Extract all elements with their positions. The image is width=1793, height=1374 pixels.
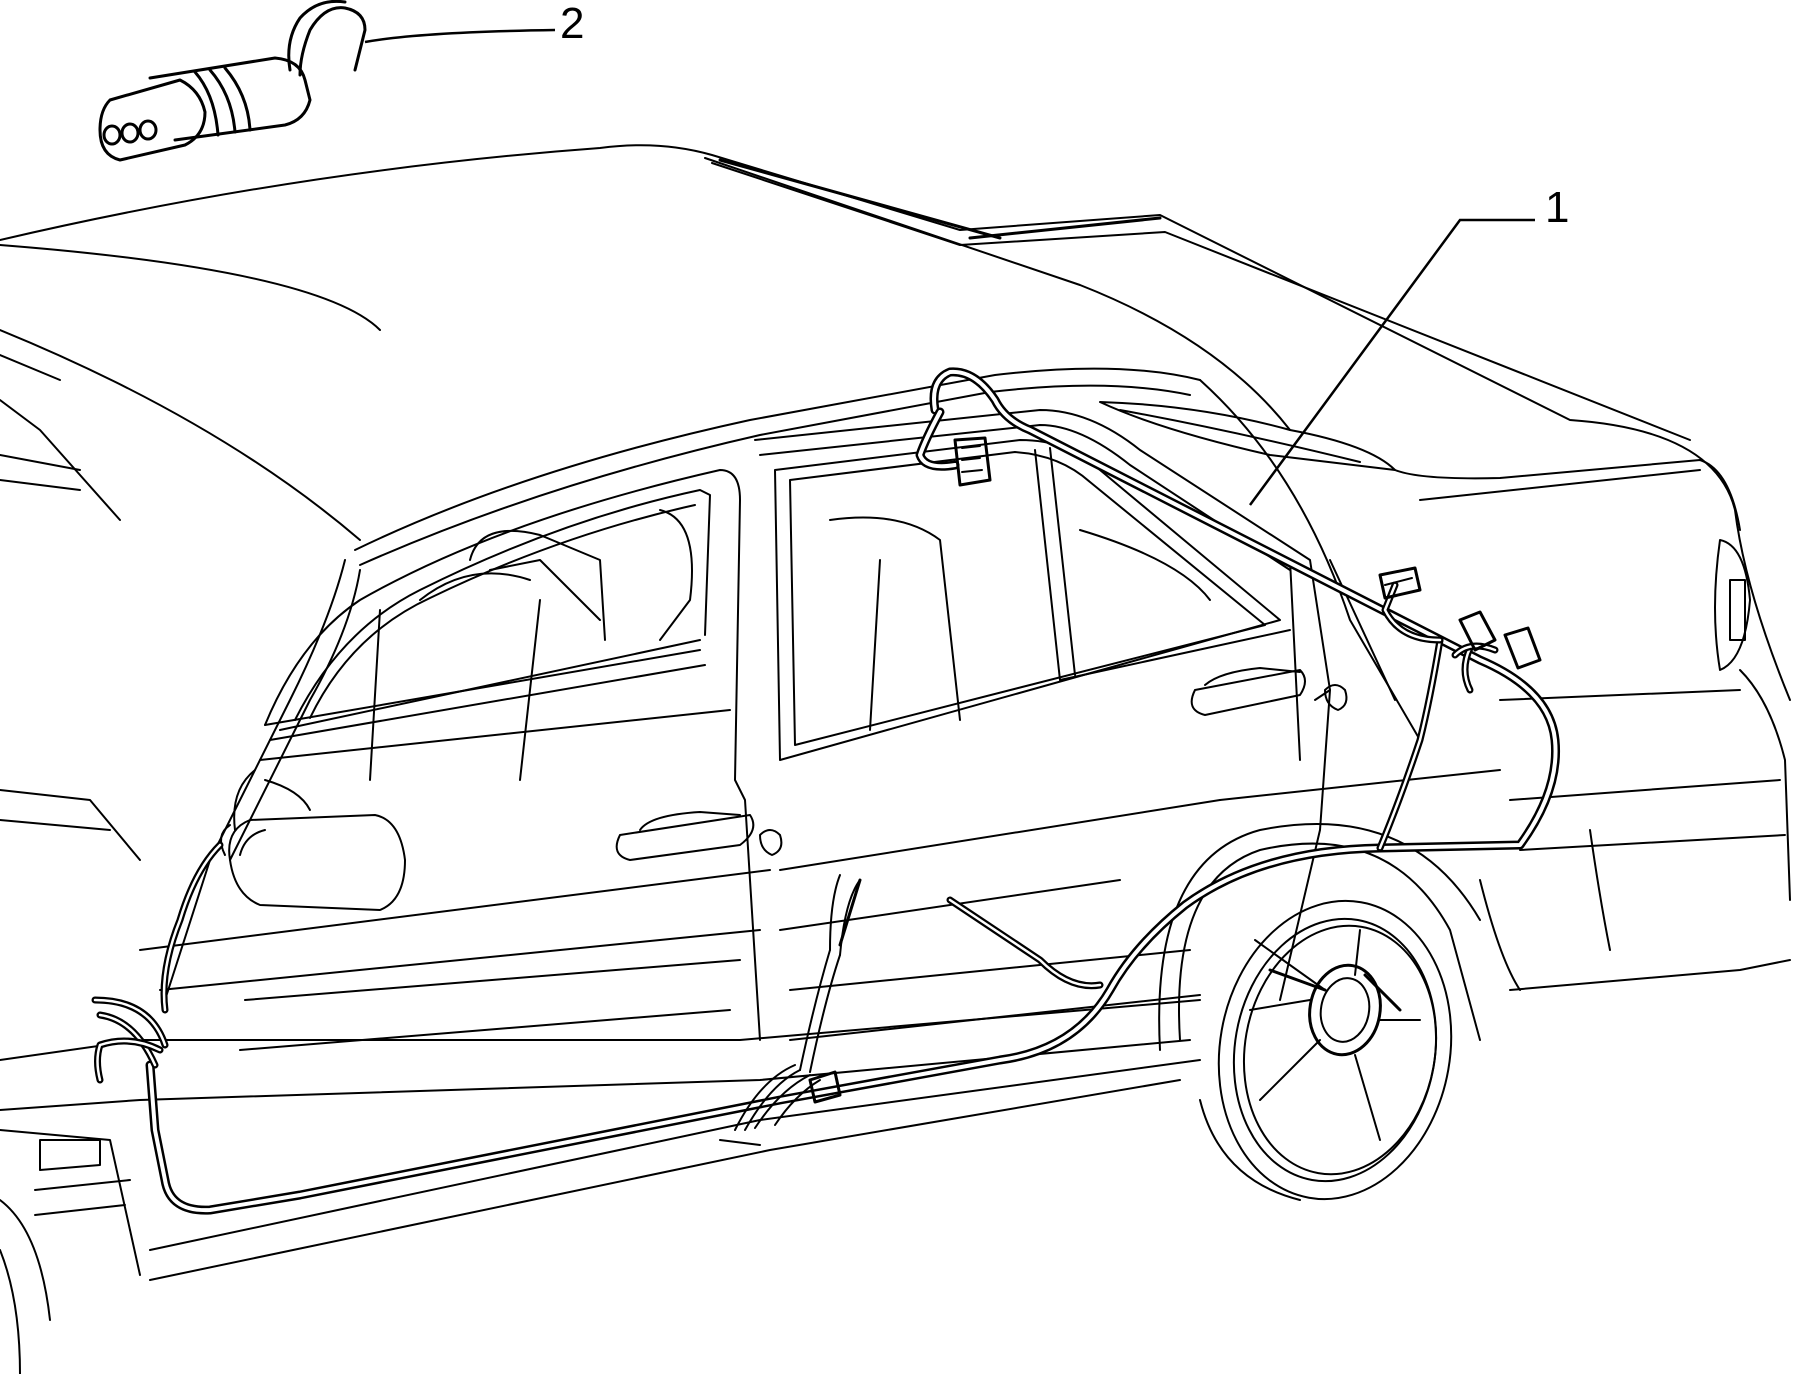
- roof-connector: [953, 436, 992, 487]
- trunk-connector-b: [1458, 610, 1497, 652]
- trunk-connector-a: [1378, 566, 1422, 600]
- callout-1-label: 1: [1545, 183, 1569, 232]
- connector-detail-part-2: [98, 0, 367, 162]
- rear-door: [754, 409, 1348, 1041]
- callout-2: 2: [364, 0, 584, 48]
- rear-wheel: [1158, 823, 1481, 1201]
- trunk-connector-c: [1503, 626, 1542, 670]
- harness-connectors: [808, 436, 1542, 1104]
- wiring-harness: [91, 367, 1561, 1215]
- door-jamb-connector: [808, 1070, 842, 1104]
- callout-1: 1: [1248, 183, 1569, 506]
- front-door: [220, 469, 783, 1051]
- callout-2-label: 2: [560, 0, 584, 48]
